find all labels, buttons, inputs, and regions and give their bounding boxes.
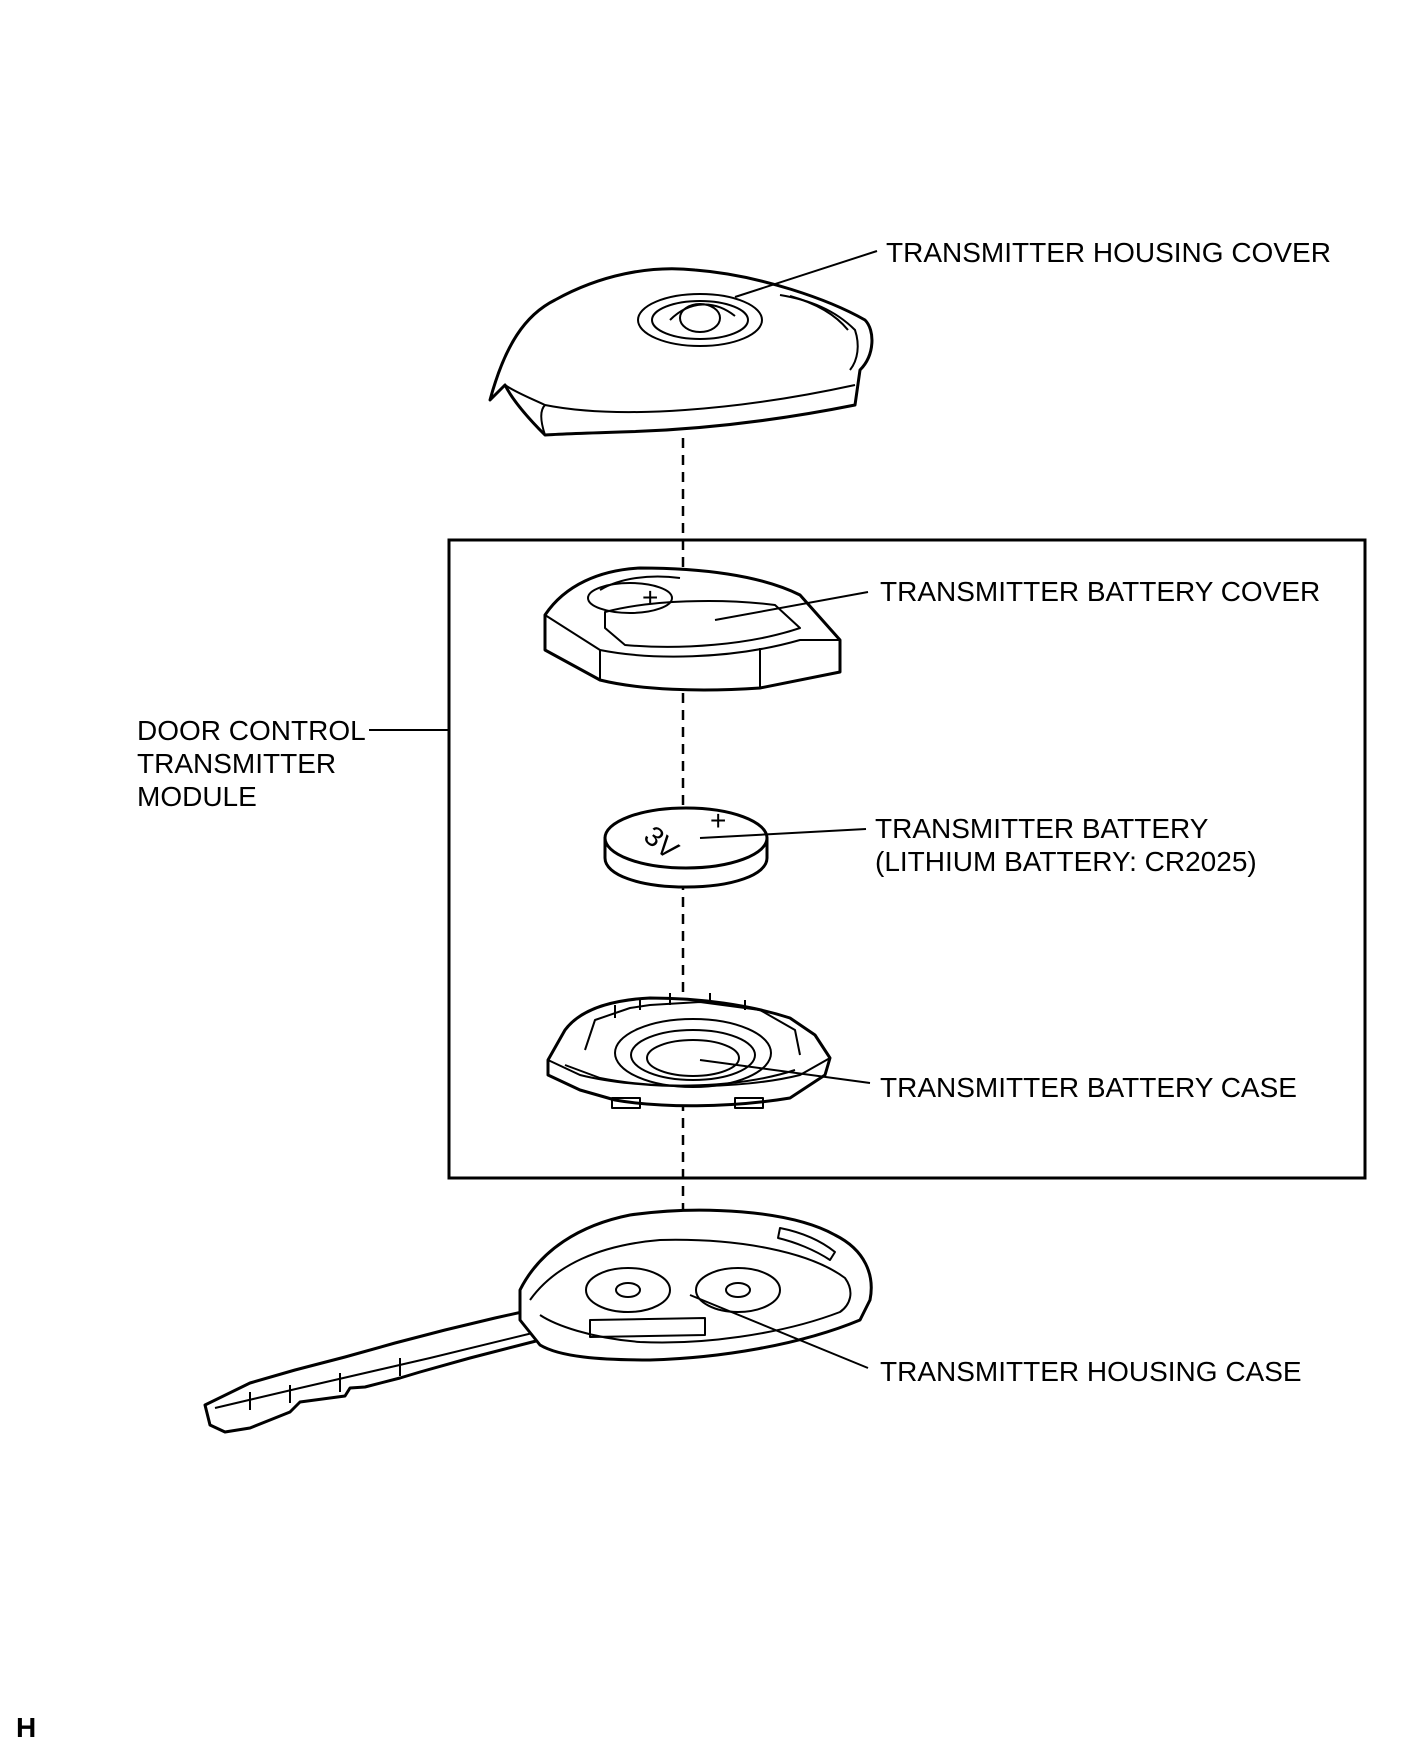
logo-emblem: [637, 293, 763, 347]
transmitter-battery-case: [546, 993, 832, 1109]
svg-text:+: +: [642, 582, 658, 613]
transmitter-battery-cover: +: [543, 566, 842, 692]
label-transmitter-housing-cover: TRANSMITTER HOUSING COVER: [886, 237, 1331, 268]
transmitter-housing-cover: [488, 267, 874, 437]
label-transmitter-housing-case: TRANSMITTER HOUSING CASE: [880, 1356, 1302, 1387]
label-module-line-2: TRANSMITTER: [137, 748, 336, 779]
label-module-line-3: MODULE: [137, 781, 257, 812]
label-transmitter-battery-line-1: TRANSMITTER BATTERY: [875, 813, 1209, 844]
transmitter-battery: 3V +: [603, 805, 769, 889]
label-transmitter-battery-case: TRANSMITTER BATTERY CASE: [880, 1072, 1297, 1103]
leader-housing-cover: [734, 250, 878, 298]
label-transmitter-battery-cover: TRANSMITTER BATTERY COVER: [880, 576, 1320, 607]
label-transmitter-battery-line-2: (LITHIUM BATTERY: CR2025): [875, 846, 1257, 877]
battery-polarity-mark: +: [710, 805, 726, 836]
leader-battery: [699, 828, 867, 839]
module-bracket-box: [447, 538, 1367, 1180]
transmitter-housing-case: [203, 1208, 873, 1434]
label-module-line-1: DOOR CONTROL: [137, 715, 366, 746]
leader-battery-cover: [714, 591, 869, 621]
leader-battery-case: [699, 1059, 871, 1084]
corner-mark: H: [16, 1712, 36, 1743]
leader-housing-case: [689, 1294, 869, 1369]
